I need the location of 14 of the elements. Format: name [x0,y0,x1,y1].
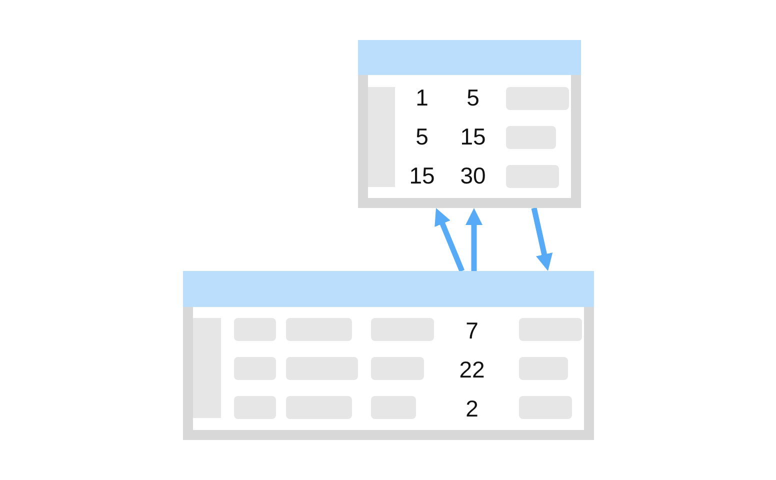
table-value: 5 [416,126,428,148]
table-value: 5 [466,86,480,110]
table-value: 2 [466,398,478,420]
arrow [433,206,465,272]
table-window [183,271,594,440]
table-value: 7 [466,320,478,342]
table-value: 15 [409,164,435,188]
table-value: 30 [460,164,486,188]
arrow [466,208,482,271]
table-value: 22 [459,358,485,382]
table-value: 15 [460,126,486,148]
table-window [358,40,581,208]
arrow [531,207,553,272]
table-value: 1 [416,86,428,110]
